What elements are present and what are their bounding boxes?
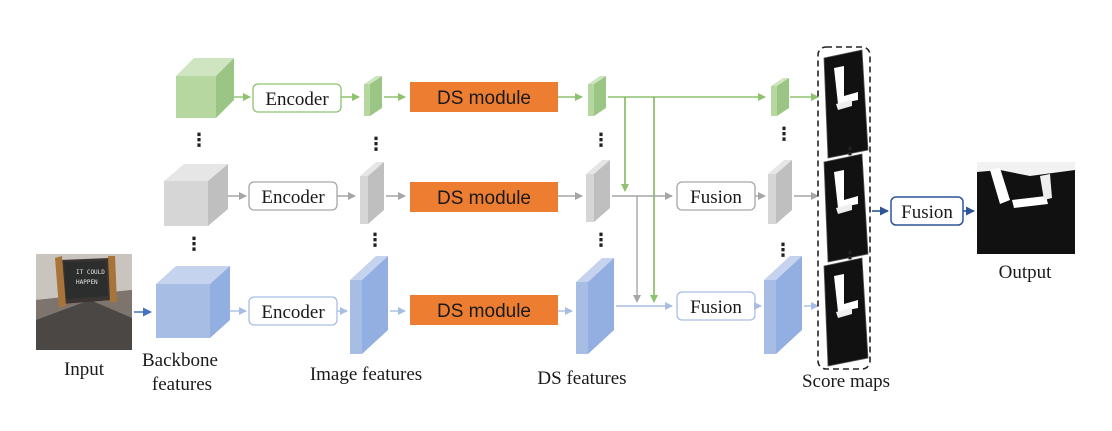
chalkboard-text-1: IT COULD [76, 269, 105, 276]
caption-input: Input [64, 359, 105, 380]
score-map-1 [823, 49, 869, 159]
encoder-label-top: Encoder [265, 89, 329, 110]
caption-image-features: Image features [310, 364, 422, 385]
ds-feature-gray [586, 160, 610, 222]
input-image: IT COULD HAPPEN [36, 254, 132, 350]
ellipsis-backbone-2: ⋮ [185, 234, 203, 255]
ds-feature-blue [576, 258, 614, 354]
ds-module-mid [410, 182, 558, 212]
caption-ds-features: DS features [537, 368, 626, 389]
backbone-cube-green [176, 58, 234, 118]
image-feature-green [364, 76, 382, 116]
ds-module-label-bot: DS module [437, 301, 531, 322]
score-map-2 [823, 153, 869, 263]
caption-score-maps: Score maps [802, 371, 890, 392]
ds-feature-green [588, 76, 606, 116]
fusion-label-bot: Fusion [690, 297, 742, 318]
score-maps-frame [817, 46, 871, 370]
caption-output: Output [999, 262, 1053, 283]
ellipsis-ds-2: ⋮ [592, 230, 610, 251]
caption-backbone-1: Backbone [142, 350, 218, 371]
score-feature-green [771, 78, 789, 116]
image-feature-blue [350, 256, 388, 354]
score-feature-gray [768, 160, 792, 224]
ds-module-bot [410, 295, 558, 325]
caption-backbone-2: features [152, 374, 212, 395]
ds-module-label-top: DS module [437, 88, 531, 109]
ellipsis-image-1: ⋮ [367, 134, 385, 155]
chalkboard-text-2: HAPPEN [76, 279, 98, 286]
output-image [977, 162, 1075, 254]
encoder-box-top [252, 83, 342, 113]
encoder-label-mid: Encoder [261, 187, 325, 208]
ellipsis-score-2: ⋮ [774, 240, 792, 261]
ellipsis-score-1: ⋮ [775, 124, 793, 145]
ellipsis-image-2: ⋮ [366, 230, 384, 251]
ellipsis-backbone-1: ⋮ [190, 130, 208, 151]
ds-module-top [410, 82, 558, 112]
backbone-cube-gray [164, 164, 228, 226]
fusion-label-final: Fusion [901, 202, 953, 223]
image-feature-gray [360, 162, 384, 224]
ds-module-label-mid: DS module [437, 188, 531, 209]
score-feature-blue [764, 256, 802, 354]
ellipsis-ds-1: ⋮ [592, 130, 610, 151]
encoder-label-bot: Encoder [261, 302, 325, 323]
score-map-3 [823, 257, 869, 367]
backbone-cube-blue [156, 266, 230, 338]
fusion-label-mid: Fusion [690, 187, 742, 208]
